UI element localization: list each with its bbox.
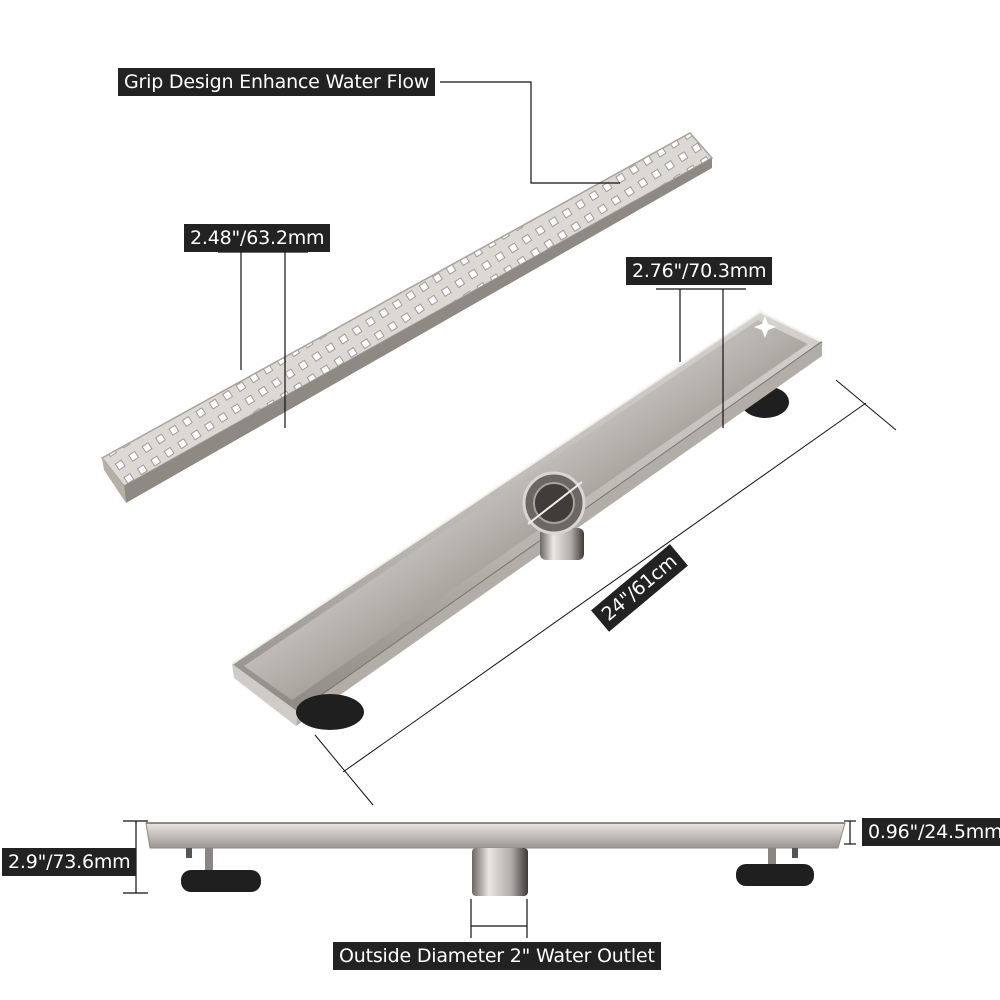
- water-outlet-angled: [540, 528, 584, 560]
- drain-channel: [231, 310, 823, 730]
- leveling-foot-front: [296, 694, 364, 730]
- length-dimension: [314, 379, 897, 806]
- grate-width-label: 2.48"/63.2mm: [184, 224, 331, 252]
- outlet-label: Outside Diameter 2" Water Outlet: [333, 942, 661, 970]
- outlet-diameter-dimension: [470, 899, 528, 938]
- grate-feature-label: Grip Design Enhance Water Flow: [118, 68, 436, 96]
- leveling-foot-left: [181, 848, 261, 892]
- channel-depth-label: 0.96"/24.5mm: [862, 818, 1000, 846]
- side-view-drain: [145, 822, 846, 896]
- grate-width-dimension: [218, 251, 308, 428]
- leveling-foot-right: [736, 848, 814, 886]
- channel-depth-dimension: [844, 820, 856, 845]
- channel-width-dimension: [656, 288, 746, 428]
- channel-width-label: 2.76"/70.3mm: [626, 257, 773, 285]
- grate-feature-leader: [440, 81, 620, 184]
- total-height-label: 2.9"/73.6mm: [2, 848, 137, 876]
- strainer: [522, 471, 586, 535]
- water-outlet: [472, 848, 528, 896]
- perforated-grate: [100, 132, 714, 503]
